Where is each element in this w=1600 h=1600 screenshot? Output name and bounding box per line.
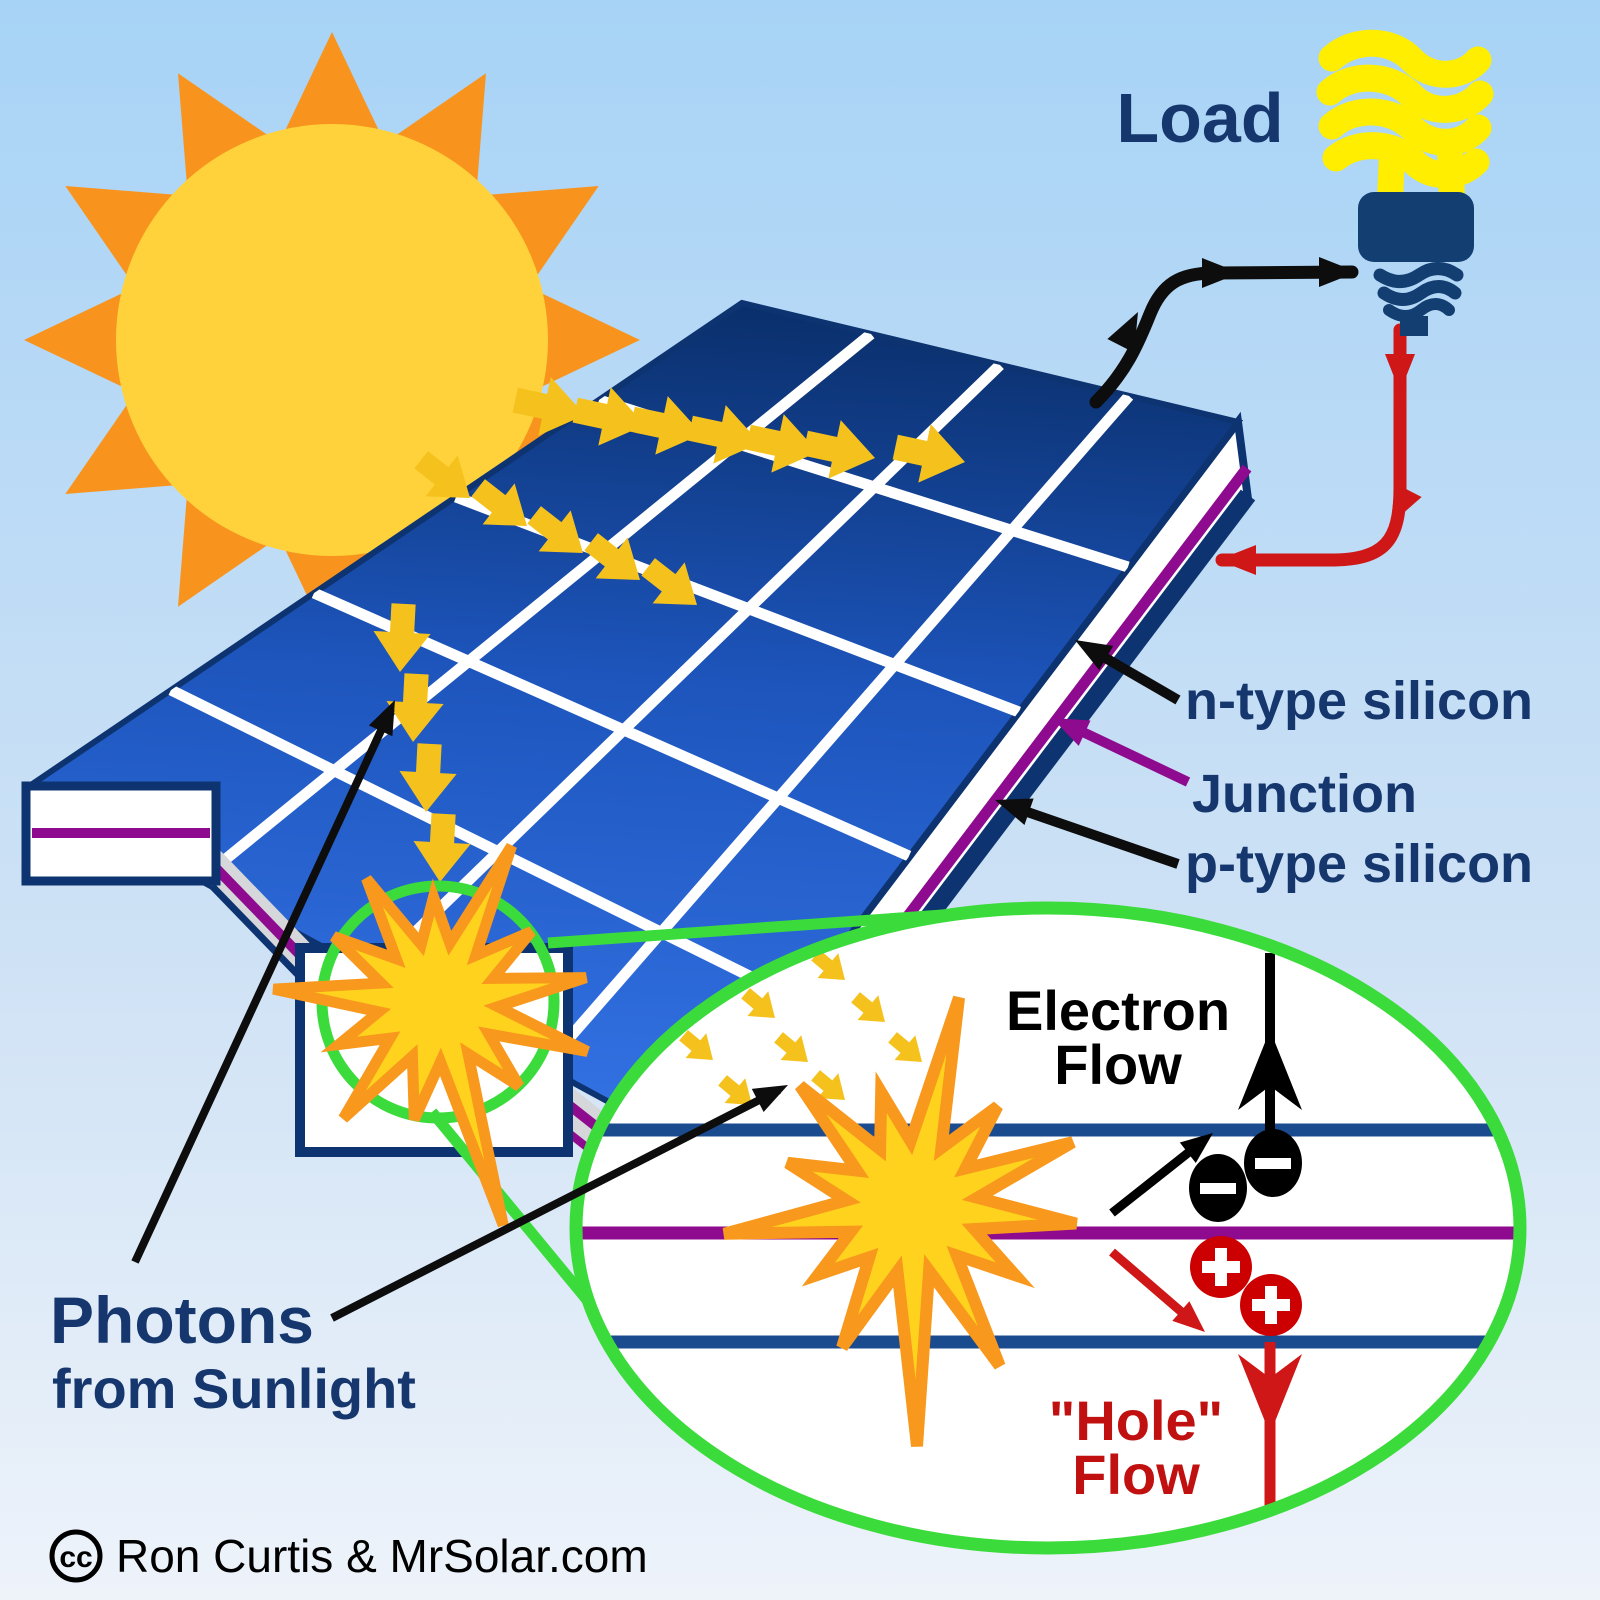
cc-license-icon: [49, 1529, 103, 1583]
photon-arrow: [386, 673, 444, 742]
junction-pointer: [1063, 719, 1191, 787]
wire-arrowhead-icon: [1319, 257, 1357, 287]
bulb-thread: [1383, 298, 1455, 322]
electron-flow-arrowhead-icon: [1238, 1030, 1302, 1110]
magnifier-ellipse-border: [569, 901, 1527, 1555]
electron-flow-label-2: Flow: [1054, 1033, 1182, 1096]
hole-jump-arrow: [1109, 1248, 1195, 1325]
photon-arrow: [414, 451, 470, 498]
wire-arrowhead-icon: [1107, 312, 1138, 353]
magnified-cell-view: Electron Flow "Hole" Flow: [576, 950, 1520, 1515]
photon-arrow: [888, 1032, 922, 1062]
bulb-thread: [1377, 280, 1462, 306]
arrowhead-icon: [1172, 1301, 1205, 1332]
plus-sign: [1265, 1286, 1277, 1324]
sun-icon: [24, 32, 640, 648]
minus-sign: [1200, 1183, 1236, 1194]
photon-arrow: [512, 377, 585, 436]
photon-arrow: [687, 405, 760, 464]
p-type-pointer: [1008, 801, 1180, 869]
cfl-bulb-icon: [1316, 29, 1494, 336]
bulb-tube: [1318, 29, 1492, 88]
pointer-arrowhead-icon: [751, 1085, 788, 1113]
photon-arrow: [851, 992, 885, 1022]
bulb-tip: [1400, 316, 1428, 336]
photon-arrow: [745, 414, 818, 473]
photons-label-2: from Sunlight: [52, 1357, 416, 1420]
wire-arrowhead-icon: [1218, 545, 1256, 575]
p-type-label: p-type silicon: [1185, 834, 1533, 894]
credit-text: Ron Curtis & MrSolar.com: [116, 1530, 648, 1582]
sun-core: [116, 124, 548, 556]
arrowhead-icon: [1179, 1133, 1213, 1163]
n-type-label: n-type silicon: [1185, 671, 1533, 731]
plus-sign: [1215, 1248, 1227, 1286]
bulb-tube: [1316, 64, 1494, 123]
wire-arrowhead-icon: [1391, 483, 1422, 524]
panel-grid-lines: [168, 329, 1134, 1071]
magnifier-ellipse: Electron Flow "Hole" Flow: [569, 901, 1527, 1555]
hole-flow-arrowhead-icon: [1238, 1354, 1302, 1434]
photon-arrow: [774, 1032, 808, 1062]
wire-arrowhead-icon: [1385, 354, 1415, 392]
minus-sign: [1255, 1158, 1291, 1169]
electron-wire: [1089, 265, 1359, 409]
photon-arrow: [399, 743, 457, 812]
electron-icon: [1189, 1154, 1247, 1222]
layer-labels: n-type silicon Junction p-type silicon: [995, 640, 1533, 894]
junction-label: Junction: [1192, 764, 1417, 824]
magnified-starburst: [722, 995, 1078, 1447]
load-label: Load: [1116, 79, 1283, 157]
circuit: Load: [1089, 29, 1494, 575]
photon-arrow: [373, 603, 431, 672]
bulb-thread: [1373, 262, 1464, 288]
photons-pointer-1: [131, 707, 395, 1264]
photons-label-1: Photons: [50, 1283, 314, 1357]
photon-arrow: [527, 506, 583, 553]
photon-arrows: [373, 377, 965, 882]
electron-icon: [1244, 1129, 1302, 1197]
photon-arrow: [741, 988, 775, 1018]
grid-line: [168, 685, 803, 1006]
electron-flow-label-1: Electron: [1006, 979, 1230, 1042]
photon-arrow: [718, 1075, 752, 1105]
photon-impact-starburst: [272, 843, 590, 1228]
grid-line: [196, 329, 875, 885]
pointer-arrowhead-icon: [995, 798, 1034, 825]
photons-label-group: Photons from Sunlight: [50, 700, 788, 1420]
photon-arrow: [584, 533, 640, 580]
credit-line: cc Ron Curtis & MrSolar.com: [49, 1529, 648, 1583]
pointer-arrowhead-icon: [368, 700, 395, 737]
starburst-icon: [722, 995, 1078, 1447]
photon-arrow: [679, 1030, 713, 1060]
hole-flow-label-1: "Hole": [1049, 1389, 1223, 1452]
photon-arrow: [892, 424, 965, 483]
photon-arrow: [641, 558, 697, 605]
grid-line: [539, 392, 1134, 1071]
photon-arrow: [802, 420, 875, 479]
photon-arrow: [471, 479, 527, 526]
photon-arrow: [811, 1070, 845, 1100]
bulb-base: [1358, 192, 1474, 262]
hole-flow-label-2: Flow: [1072, 1443, 1200, 1506]
photon-arrow: [629, 396, 702, 455]
wire-arrowhead-icon: [1202, 258, 1240, 288]
hole-icon: [1190, 1236, 1252, 1298]
photon-arrow: [572, 387, 645, 446]
starburst-icon: [272, 843, 590, 1228]
photons-pointer-2: [330, 1086, 781, 1322]
hole-icon: [1240, 1274, 1302, 1336]
pointer-arrowhead-icon: [1052, 718, 1091, 746]
grid-line: [368, 361, 1004, 978]
bulb-tube: [1318, 98, 1492, 156]
cc-license-text: cc: [59, 1541, 92, 1574]
pointer-arrowhead-icon: [1075, 640, 1114, 671]
photon-arrow: [811, 950, 845, 980]
electron-jump-arrow: [1109, 1141, 1201, 1217]
photon-arrow: [413, 813, 471, 882]
